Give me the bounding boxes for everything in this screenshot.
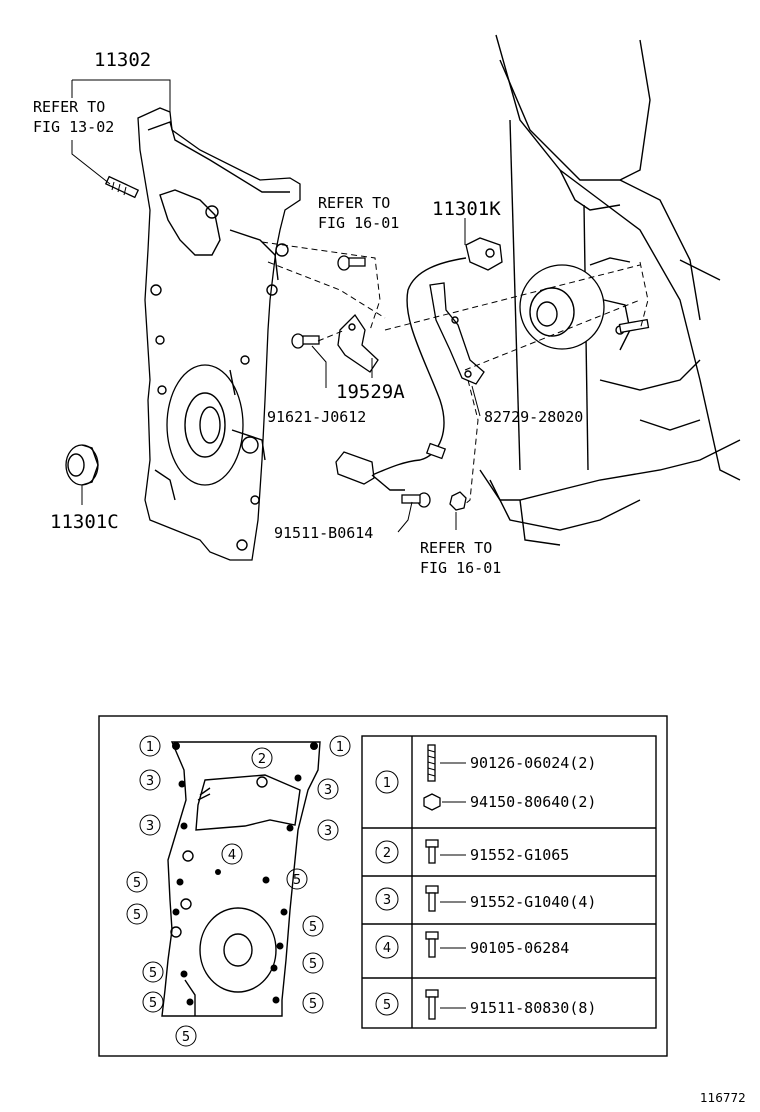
svg-text:3: 3: [146, 819, 154, 834]
wire-clamp-82729-icon: [429, 282, 485, 385]
svg-text:5: 5: [309, 920, 317, 935]
svg-text:1: 1: [383, 776, 391, 791]
bracket-19529a-icon: [337, 313, 379, 373]
marker-1-left: 1: [139, 735, 161, 757]
marker-5-e: 5: [302, 952, 324, 974]
legend-row-5: 5 91511-80830(8): [375, 989, 596, 1020]
bolt-icon: [401, 492, 431, 508]
legend-row-2: 2 91552-G1065: [375, 839, 569, 864]
marker-5-f: 5: [142, 961, 164, 983]
svg-text:5: 5: [182, 1030, 190, 1045]
bolt-location-inset: 1 1 2 3 3 3 3 4 5 5 5 5 5 5 5 5 5: [98, 715, 668, 1057]
legend-part-90105-06284: 90105-06284: [470, 939, 569, 957]
bolt-icon: [425, 989, 439, 1020]
legend-row-4: 4 90105-06284: [375, 931, 569, 959]
legend-part-91511-80830: 91511-80830(8): [470, 999, 596, 1017]
callout-refer-fig-16-01-bottom-line2: FIG 16-01: [420, 559, 501, 577]
callout-11301k: 11301K: [432, 198, 501, 220]
stud-bolt-icon: [104, 175, 140, 199]
marker-3-a: 3: [139, 769, 161, 791]
svg-text:5: 5: [149, 996, 157, 1011]
marker-2: 2: [251, 747, 273, 769]
inset-markers: 1 1 2 3 3 3 3 4 5 5 5 5 5 5 5 5 5: [126, 735, 351, 1047]
svg-text:5: 5: [309, 957, 317, 972]
crank-position-sensor-icon: [335, 237, 503, 491]
callout-19529a: 19529A: [336, 381, 405, 403]
leader-lines: [71, 79, 481, 533]
marker-4: 4: [221, 843, 243, 865]
marker-5-c: 5: [126, 903, 148, 925]
callout-91511-b0614: 91511-B0614: [274, 524, 373, 542]
marker-3-b: 3: [317, 778, 339, 800]
bolt-legend-table: 1 90126-06024(2) 94150-80640(2) 2: [361, 735, 657, 1029]
callout-82729-28020: 82729-28020: [484, 408, 583, 426]
marker-5-i: 5: [175, 1025, 197, 1047]
bolt-icon: [337, 255, 366, 271]
callout-refer-fig-16-01-top-line2: FIG 16-01: [318, 214, 399, 232]
bolt-icon: [425, 839, 439, 864]
marker-5-d: 5: [302, 915, 324, 937]
legend-row-3: 3 91552-G1040(4): [375, 885, 596, 912]
callout-11302: 11302: [94, 49, 151, 71]
svg-text:2: 2: [383, 846, 391, 861]
callout-91621-j0612: 91621-J0612: [267, 408, 366, 426]
callout-11301c: 11301C: [50, 511, 119, 533]
svg-text:5: 5: [293, 873, 301, 888]
svg-text:1: 1: [146, 740, 154, 755]
marker-5-b: 5: [286, 868, 308, 890]
callout-refer-fig-16-01-top-line1: REFER TO: [318, 194, 390, 212]
svg-text:5: 5: [149, 966, 157, 981]
legend-row-1: 1 90126-06024(2) 94150-80640(2): [375, 744, 596, 811]
callout-refer-fig-16-01-bottom-line1: REFER TO: [420, 539, 492, 557]
svg-text:3: 3: [324, 824, 332, 839]
inset-cover-outline: [161, 741, 321, 1017]
bolt-icon: [425, 885, 439, 912]
engine-block-illustration: [479, 34, 741, 546]
legend-part-94150-80640: 94150-80640(2): [470, 793, 596, 811]
svg-text:1: 1: [336, 740, 344, 755]
legend-part-90126-06024: 90126-06024(2): [470, 754, 596, 772]
svg-text:5: 5: [133, 908, 141, 923]
nut-icon: [423, 793, 441, 811]
svg-text:3: 3: [324, 783, 332, 798]
nut-icon: [449, 491, 467, 511]
callout-refer-fig-13-02-line1: REFER TO: [33, 98, 105, 116]
svg-text:5: 5: [133, 876, 141, 891]
svg-text:3: 3: [146, 774, 154, 789]
svg-text:3: 3: [383, 893, 391, 908]
marker-3-c: 3: [139, 814, 161, 836]
svg-text:5: 5: [309, 997, 317, 1012]
svg-text:5: 5: [383, 998, 391, 1013]
marker-5-a: 5: [126, 871, 148, 893]
marker-1-right: 1: [329, 735, 351, 757]
bolt-icon: [291, 333, 320, 349]
dashed-assembly-lines: [261, 241, 649, 506]
stud-bolt-icon: [618, 318, 650, 334]
inset-bolt-dots: [170, 742, 318, 1006]
timing-cover-illustration: [137, 107, 301, 561]
callout-refer-fig-13-02-line2: FIG 13-02: [33, 118, 114, 136]
bolt-icon: [425, 931, 439, 958]
marker-5-h: 5: [302, 992, 324, 1014]
figure-number: 116772: [700, 1091, 746, 1105]
svg-text:2: 2: [258, 752, 266, 767]
legend-part-91552-g1040: 91552-G1040(4): [470, 893, 596, 911]
svg-text:4: 4: [383, 941, 391, 956]
marker-5-g: 5: [142, 991, 164, 1013]
svg-text:4: 4: [228, 848, 236, 863]
marker-3-d: 3: [317, 819, 339, 841]
stud-icon: [427, 744, 436, 782]
legend-part-91552-g1065: 91552-G1065: [470, 846, 569, 864]
oil-seal-icon: [65, 444, 99, 486]
